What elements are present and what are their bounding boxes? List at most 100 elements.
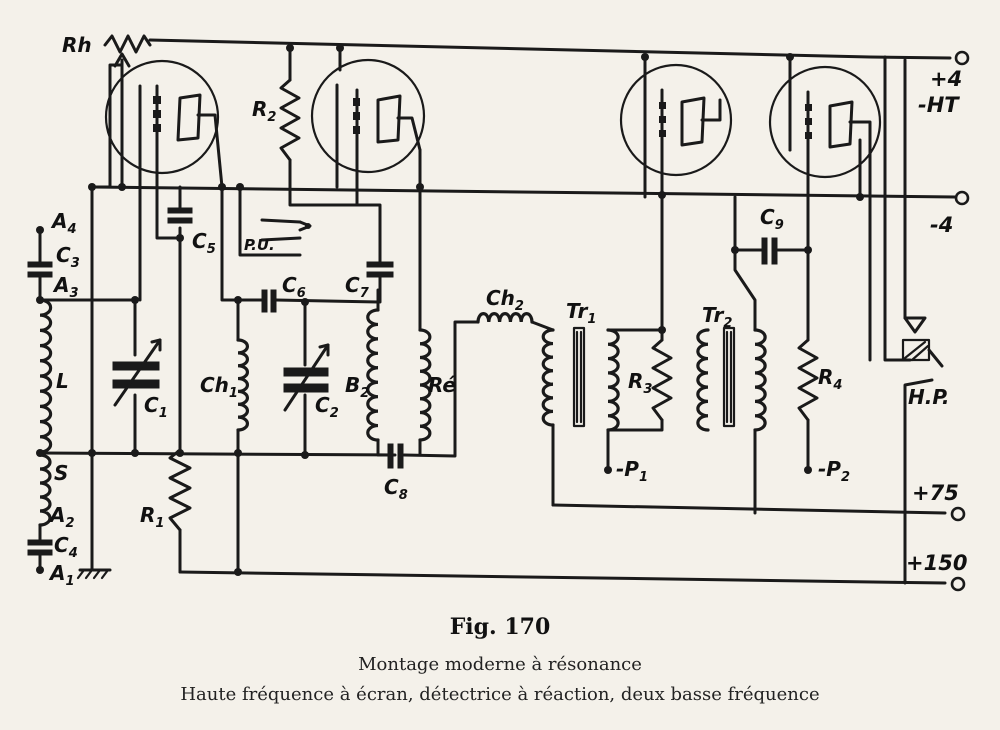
- component-labels: Rh A4 C3 A3 L S A2 C4 A1 C1 C5 R1 R2 P.U…: [48, 33, 949, 589]
- svg-text:C8: C8: [384, 475, 408, 503]
- junction-dot: [658, 191, 666, 199]
- svg-text:Ch1: Ch1: [200, 373, 238, 401]
- terminal-plus150[interactable]: [950, 576, 966, 592]
- svg-text:C5: C5: [192, 229, 216, 257]
- svg-text:R2: R2: [252, 97, 276, 125]
- junction-dot: [36, 449, 44, 457]
- terminals: [36, 50, 970, 592]
- label-s: S: [54, 461, 68, 485]
- junction-dot: [176, 449, 184, 457]
- junction-dot: [234, 296, 242, 304]
- junction-dot: [176, 234, 184, 242]
- terminal-labels: +4 -HT -4 +75 +150: [906, 67, 967, 575]
- svg-text:Rh: Rh: [62, 33, 92, 57]
- junction-dot: [234, 449, 242, 457]
- tube-bf2: [768, 65, 882, 199]
- terminal-minus4[interactable]: [954, 190, 970, 206]
- label-hp: H.P.: [908, 385, 949, 409]
- junction-dot: [641, 53, 649, 61]
- svg-text:P.U.: P.U.: [244, 236, 275, 254]
- transformer-cores: [572, 326, 736, 428]
- terminal-label-plus75: +75: [912, 481, 959, 505]
- svg-text:B2: B2: [345, 373, 369, 401]
- tube-bf1: [619, 63, 733, 197]
- capacitors: [27, 185, 778, 570]
- svg-text:Tr1: Tr1: [566, 299, 596, 327]
- svg-text:A2: A2: [48, 503, 75, 531]
- svg-text:A1: A1: [48, 561, 75, 589]
- svg-text:C3: C3: [56, 243, 80, 271]
- junction-dot: [786, 53, 794, 61]
- terminal-label-plus150: +150: [906, 551, 967, 575]
- terminal-label-plus4: +4: [930, 67, 962, 91]
- terminal-plus4[interactable]: [954, 50, 970, 66]
- svg-text:Ré: Ré: [428, 373, 456, 397]
- junction-dot: [856, 193, 864, 201]
- coil-tr1-secondary: [606, 328, 620, 432]
- junction-dot: [658, 326, 666, 334]
- label-rh: Rh: [62, 33, 92, 57]
- label-re: Ré: [428, 373, 456, 397]
- figure-number: Fig. 170: [450, 614, 551, 640]
- label-l: L: [56, 369, 69, 393]
- terminal-a4[interactable]: [36, 226, 44, 234]
- terminal-plus75[interactable]: [950, 506, 966, 522]
- caption-line-1: Montage moderne à résonance: [358, 654, 642, 675]
- junction-dot: [118, 183, 126, 191]
- coil-tr2-secondary: [753, 328, 767, 432]
- svg-text:C4: C4: [54, 533, 78, 561]
- pickup-input: [260, 218, 312, 242]
- caption-line-2: Haute fréquence à écran, détectrice à ré…: [180, 684, 819, 705]
- svg-text:R3: R3: [628, 369, 652, 397]
- junction-dot: [131, 449, 139, 457]
- svg-text:C9: C9: [760, 205, 784, 233]
- svg-text:Ch2: Ch2: [486, 286, 524, 314]
- wires: [38, 38, 957, 585]
- junction-dot: [88, 183, 96, 191]
- junction-dot: [804, 246, 812, 254]
- junction-dot: [234, 568, 242, 576]
- coil-s: [38, 453, 52, 527]
- svg-text:A3: A3: [52, 273, 79, 301]
- junction-dots: [36, 44, 864, 576]
- coil-l: [38, 298, 53, 454]
- svg-text:R4: R4: [818, 365, 842, 393]
- junction-dot: [286, 44, 294, 52]
- tube-hf-screen-grid: [104, 59, 224, 189]
- svg-text:-P1: -P1: [616, 457, 648, 485]
- loudspeaker: [901, 316, 944, 368]
- svg-text:-P2: -P2: [818, 457, 850, 485]
- svg-text:A4: A4: [50, 209, 77, 237]
- junction-dot: [236, 183, 244, 191]
- coil-b2: [366, 308, 380, 442]
- resistors: [168, 78, 819, 532]
- junction-dot: [804, 466, 812, 474]
- terminal-a1[interactable]: [36, 566, 44, 574]
- ground-symbol: [76, 568, 112, 580]
- coil-ch2: [476, 312, 534, 324]
- junction-dot: [336, 44, 344, 52]
- svg-text:C2: C2: [315, 393, 339, 421]
- junction-dot: [131, 296, 139, 304]
- coil-ch1: [236, 338, 250, 432]
- svg-text:L: L: [56, 369, 69, 393]
- coils: [38, 298, 767, 527]
- junction-dot: [88, 449, 96, 457]
- rheostat: [90, 34, 152, 189]
- label-pu: P.U.: [244, 236, 275, 254]
- svg-text:R1: R1: [140, 503, 164, 531]
- svg-text:H.P.: H.P.: [908, 385, 949, 409]
- coil-tr2-primary: [696, 328, 710, 432]
- junction-dot: [301, 298, 309, 306]
- svg-text:C6: C6: [282, 273, 306, 301]
- tube-detector: [310, 58, 426, 174]
- svg-text:Tr2: Tr2: [702, 303, 732, 331]
- junction-dot: [416, 183, 424, 191]
- junction-dot: [301, 451, 309, 459]
- coil-tr1-primary: [541, 328, 555, 427]
- svg-text:C1: C1: [144, 393, 168, 421]
- junction-dot: [218, 183, 226, 191]
- coil-re: [418, 328, 432, 442]
